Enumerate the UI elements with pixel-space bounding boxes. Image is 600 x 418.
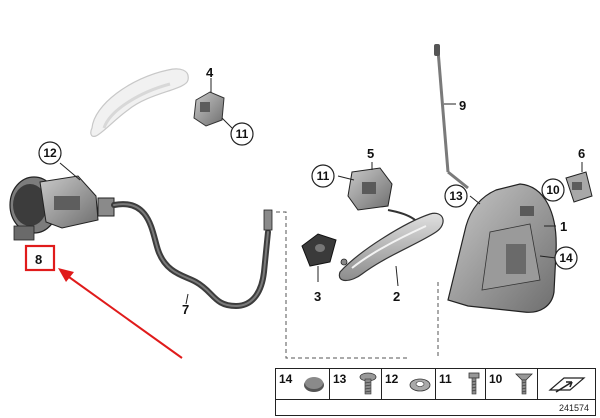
bolt-icon — [468, 372, 480, 395]
svg-text:4: 4 — [206, 65, 214, 80]
legend-number: 14 — [279, 372, 293, 386]
callout-13-circle: 13 — [444, 184, 468, 208]
guide-dashed-lines — [276, 211, 439, 359]
legend-number: 12 — [385, 372, 399, 386]
part-9-rod — [434, 44, 469, 190]
part-6-striker — [565, 162, 593, 203]
countersunk-screw-icon — [515, 373, 533, 395]
part-2-door-handle — [338, 212, 444, 287]
svg-text:2: 2 — [393, 289, 400, 304]
callout-4: 4 — [206, 65, 214, 80]
part-4-bracket — [193, 78, 233, 129]
part-5-handle-carrier — [337, 162, 422, 235]
svg-text:5: 5 — [367, 146, 374, 161]
part-8-lock-cylinder — [9, 162, 99, 241]
part-3-gasket — [301, 233, 337, 282]
torx-screw-icon — [359, 372, 377, 395]
callout-5: 5 — [367, 146, 374, 161]
svg-text:11: 11 — [317, 169, 330, 183]
svg-text:7: 7 — [182, 302, 189, 317]
callout-11-circle-top: 11 — [230, 122, 254, 146]
callout-7: 7 — [182, 302, 189, 317]
legend-item-14: 14 — [276, 369, 330, 399]
svg-text:11: 11 — [236, 127, 249, 141]
legend-divider — [276, 399, 595, 400]
legend-number: 13 — [333, 372, 347, 386]
callout-14-circle: 14 — [554, 246, 578, 270]
plug-cap-icon — [304, 377, 324, 392]
legend-item-reference-arrow — [538, 369, 596, 399]
part-1-lock-body — [447, 183, 557, 313]
legend-number: 10 — [489, 372, 503, 386]
diagram-reference-number: 241574 — [558, 403, 589, 413]
legend-number: 11 — [439, 372, 452, 386]
svg-text:1: 1 — [560, 219, 567, 234]
svg-text:10: 10 — [546, 183, 560, 197]
callout-6: 6 — [578, 146, 585, 161]
legend-item-11: 11 — [436, 369, 486, 399]
svg-text:13: 13 — [449, 189, 463, 203]
svg-text:6: 6 — [578, 146, 585, 161]
svg-text:8: 8 — [35, 252, 42, 267]
callout-8: 8 — [35, 252, 42, 267]
washer-icon — [409, 378, 431, 392]
callout-12-circle: 12 — [38, 141, 62, 165]
callout-2: 2 — [393, 289, 400, 304]
svg-text:14: 14 — [559, 251, 573, 265]
legend-item-12: 12 — [382, 369, 436, 399]
callout-1: 1 — [560, 219, 567, 234]
callout-11-circle-mid: 11 — [311, 164, 335, 188]
svg-text:9: 9 — [459, 98, 466, 113]
highlight-callout-8 — [24, 244, 183, 359]
callout-9: 9 — [459, 98, 466, 113]
ghost-handle-outline — [90, 68, 189, 137]
svg-text:12: 12 — [43, 146, 57, 160]
callout-10-circle: 10 — [541, 178, 565, 202]
fastener-legend: 14 13 12 11 10 — [275, 368, 596, 416]
legend-item-13: 13 — [330, 369, 382, 399]
legend-item-10: 10 — [486, 369, 538, 399]
part-7-cable — [97, 197, 273, 310]
callout-3: 3 — [314, 289, 321, 304]
svg-text:3: 3 — [314, 289, 321, 304]
diagram-reference-arrow-icon — [548, 377, 586, 393]
